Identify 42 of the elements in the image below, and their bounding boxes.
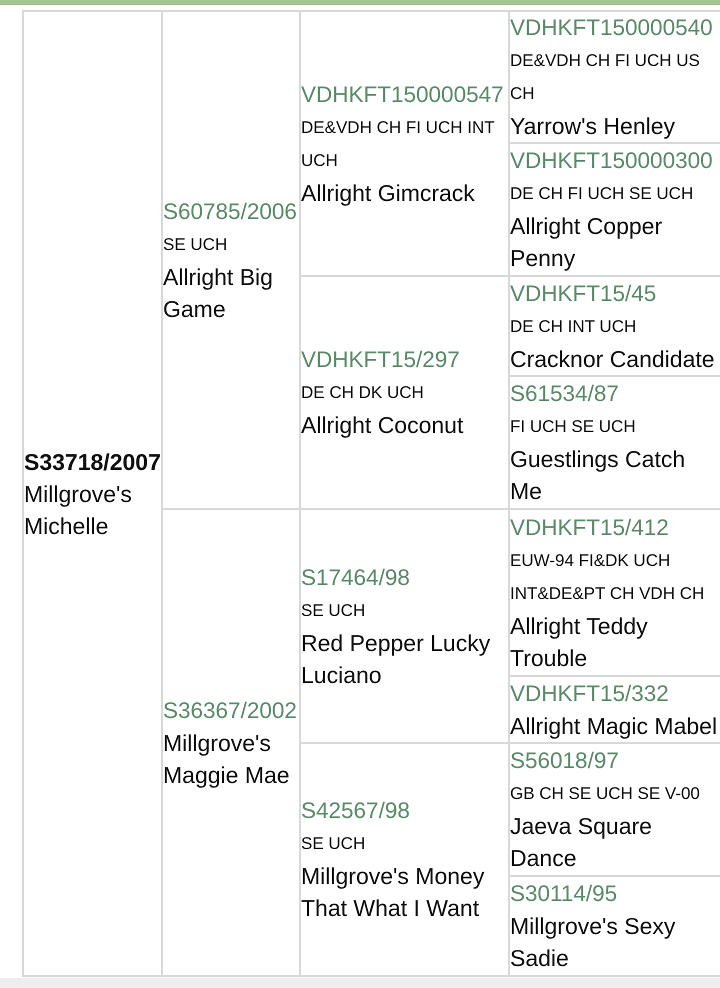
dog-name: Allright Copper Penny: [510, 212, 664, 273]
dog-name: Millgrove's Sexy Sadie: [510, 912, 676, 973]
title-list: DE&VDH CH FI UCH INT UCH: [301, 110, 508, 176]
registration-number: VDHKFT15/332: [510, 680, 669, 708]
title-list: SE UCH: [301, 594, 366, 626]
registration-number: S42567/98: [301, 797, 410, 825]
title-list: EUW-94 FI&DK UCH INT&DE&PT CH VDH CH: [510, 544, 720, 610]
dog-name: Guestlings Catch Me: [510, 445, 686, 506]
dog-name: Allright Gimcrack: [301, 178, 475, 208]
registration-number: S60785/2006: [163, 198, 297, 226]
registration-number: VDHKFT150000547: [301, 80, 504, 108]
dog-name: Millgrove's Money That What I Want: [301, 862, 486, 923]
title-list: DE CH DK UCH: [301, 376, 424, 409]
dog-name: Cracknor Candidate: [510, 344, 715, 374]
title-list: DE CH FI UCH SE UCH: [510, 177, 694, 210]
title-list: SE UCH: [163, 228, 228, 260]
registration-number: S36367/2002: [163, 696, 297, 724]
dog-name: Millgrove's Michelle: [24, 480, 133, 540]
dog-name: Red Pepper Lucky Luciano: [301, 628, 492, 690]
dog-name: Allright Magic Mabel: [510, 712, 718, 741]
dog-name: Jaeva Square Dance: [510, 812, 653, 873]
registration-number: S61534/87: [510, 380, 619, 408]
registration-number: VDHKFT150000300: [510, 147, 713, 175]
title-list: DE CH INT UCH: [510, 310, 636, 342]
registration-number: S33718/2007: [24, 448, 161, 476]
title-list: GB CH SE UCH SE V-00: [510, 777, 700, 810]
registration-number: VDHKFT150000540: [510, 14, 713, 42]
dog-name: Allright Big Game: [163, 262, 274, 324]
dog-name: Millgrove's Maggie Mae: [163, 728, 291, 790]
title-list: SE UCH: [301, 827, 366, 860]
title-list: FI UCH SE UCH: [510, 410, 636, 443]
registration-number: S17464/98: [301, 564, 410, 592]
registration-number: S30114/95: [510, 880, 618, 908]
dog-name: Allright Teddy Trouble: [510, 612, 649, 672]
dog-name: Yarrow's Henley: [510, 112, 676, 141]
registration-number: S56018/97: [510, 747, 619, 775]
registration-number: VDHKFT15/297: [301, 346, 460, 374]
pedigree-cell: [22, 10, 163, 977]
dog-name: Allright Coconut: [301, 411, 464, 440]
registration-number: VDHKFT15/412: [510, 514, 669, 542]
registration-number: VDHKFT15/45: [510, 280, 656, 308]
title-list: DE&VDH CH FI UCH US CH: [510, 44, 720, 110]
